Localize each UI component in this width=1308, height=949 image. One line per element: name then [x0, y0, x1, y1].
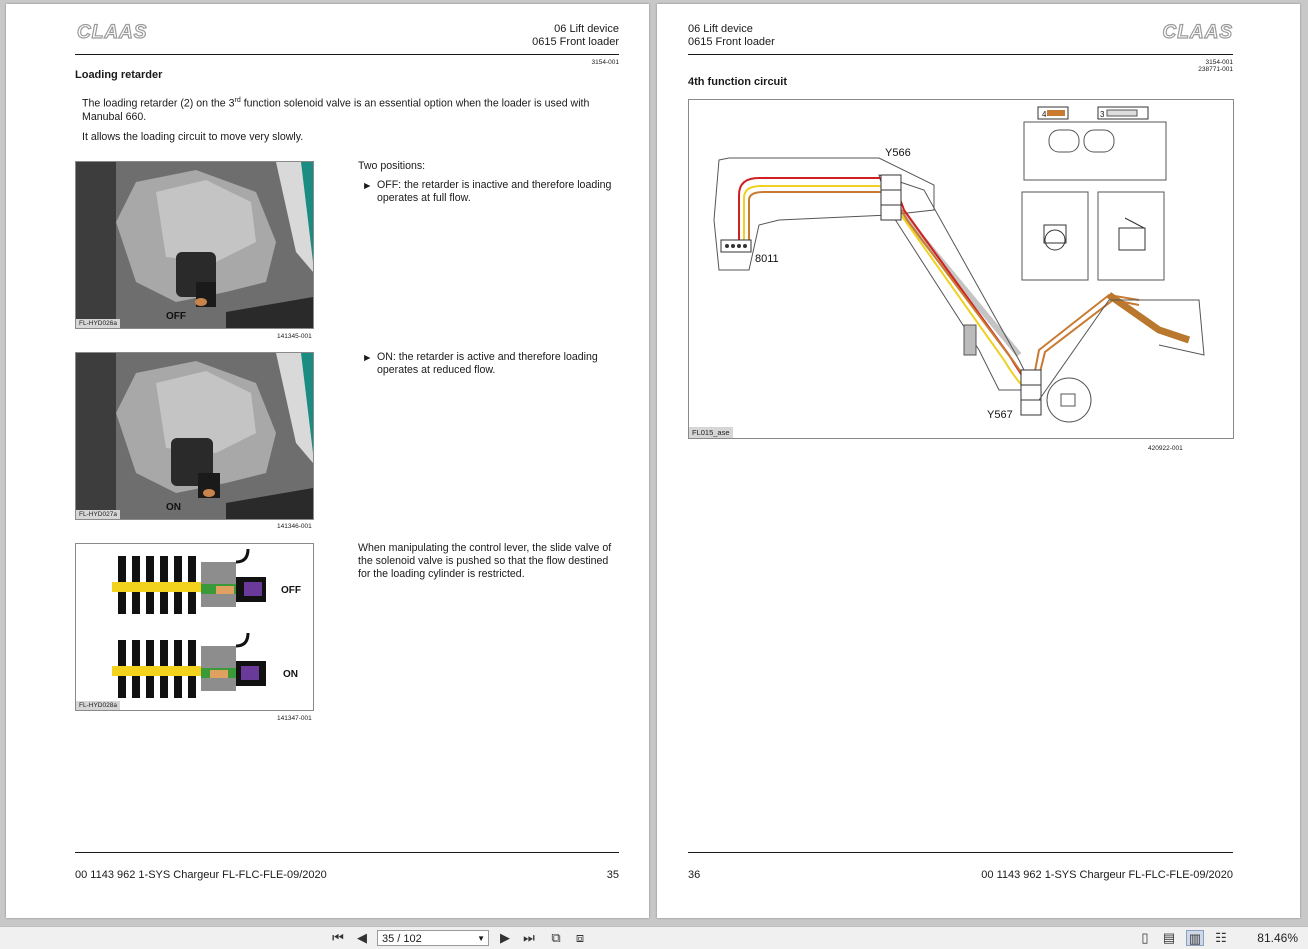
y567-label: Y567 [987, 409, 1013, 421]
continuous-view-icon[interactable]: ▤ [1162, 930, 1176, 945]
slide-valve-illustration: OFF ON [112, 548, 301, 698]
page-number: 35 [606, 869, 619, 881]
chapter-title: 06 Lift device [554, 23, 619, 35]
chapter-title: 06 Lift device [688, 23, 753, 35]
section-title: 0615 Front loader [688, 36, 775, 48]
fig1-tag: FL-HYD026a [76, 319, 120, 328]
doc-ref: 3154-001 [591, 59, 619, 66]
page-number-input[interactable]: 35 / 102 ▼ [377, 930, 489, 946]
bullet-on-line2: operates at reduced flow. [377, 364, 496, 376]
switch-3-label: 3 [1100, 110, 1105, 119]
page-header: 06 Lift device 0615 Front loader [532, 23, 619, 49]
left-page: CLAAS 06 Lift device 0615 Front loader 3… [6, 4, 649, 918]
doc-refs: 3154-001 238771-001 [1198, 59, 1233, 73]
footer-rule [688, 852, 1233, 853]
first-page-button[interactable]: ⏮ [332, 930, 344, 945]
intro-line2: Manubal 660. [82, 110, 147, 123]
fig2-state-label: ON [166, 502, 181, 513]
footer-rule [75, 852, 619, 853]
bullet-on-marker: ► [362, 352, 373, 364]
fig2-ref: 141346-001 [277, 523, 312, 530]
bullet-off-text: OFF: the retarder is inactive and theref… [377, 179, 611, 205]
page-header: 06 Lift device 0615 Front loader [688, 23, 775, 49]
figure-retarder-on: ON FL-HYD027a [75, 352, 314, 520]
footer-doc-id: 00 1143 962 1-SYS Chargeur FL-FLC-FLE-09… [981, 869, 1233, 881]
retarder-off-illustration: OFF [76, 162, 313, 328]
bullet-off-marker: ► [362, 180, 373, 192]
intro-line3: It allows the loading circuit to move ve… [82, 130, 304, 143]
fig3-tag: FL-HYD028a [76, 701, 120, 710]
manipulation-paragraph: When manipulating the control lever, the… [358, 542, 611, 581]
viewer-toolbar: ⏮ ◀ 35 / 102 ▼ ▶ ⏭ ⧉ ⧈ ▯ ▤ ▥ ☷ 81.46% [0, 926, 1308, 949]
fig3-ref: 141347-001 [277, 715, 312, 722]
prev-page-button[interactable]: ◀ [357, 930, 367, 945]
chevron-down-icon: ▼ [477, 934, 485, 943]
y566-label: Y566 [885, 147, 911, 159]
claas-logo: CLAAS [76, 21, 148, 43]
fig3-off-label: OFF [281, 585, 301, 596]
figure-slide-valve: OFF ON FL-HYD028a [75, 543, 314, 711]
fig1-state-label: OFF [166, 311, 186, 322]
section-heading: 4th function circuit [688, 76, 787, 88]
circuit-diagram: 4 3 Y566 Y567 8011 FL015_ase [688, 99, 1234, 439]
circuit-diagram-illustration: 4 3 Y566 Y567 8011 [713, 106, 1205, 423]
figure-retarder-off: OFF FL-HYD026a [75, 161, 314, 329]
header-rule [75, 54, 619, 55]
intro-line1-b: function solenoid valve is an essential … [240, 97, 590, 110]
manip-line3: for the loading cylinder is restricted. [358, 568, 525, 580]
diagram-tag: FL015_ase [689, 427, 733, 438]
fit-width-icon[interactable]: ⧈ [575, 930, 585, 945]
page-indicator: 35 / 102 [382, 933, 422, 945]
doc-ref-2: 238771-001 [1198, 66, 1233, 73]
bullet-on-text: ON: the retarder is active and therefore… [377, 351, 598, 377]
footer-doc-id: 00 1143 962 1-SYS Chargeur FL-FLC-FLE-09… [75, 869, 327, 881]
intro-line1-sup: rd [234, 97, 241, 104]
bullet-off-line1: OFF: the retarder is inactive and theref… [377, 179, 612, 191]
switch-4-label: 4 [1042, 110, 1047, 119]
fit-page-icon[interactable]: ⧉ [551, 930, 561, 945]
doc-ref-1: 3154-001 [1205, 59, 1233, 66]
connector-8011-label: 8011 [755, 253, 779, 265]
two-page-continuous-icon[interactable]: ☷ [1215, 930, 1227, 945]
page-number: 36 [688, 869, 701, 881]
section-title: 0615 Front loader [532, 36, 619, 48]
intro-paragraph: The loading retarder (2) on the 3rd func… [82, 94, 622, 144]
claas-logo: CLAAS [1162, 21, 1233, 43]
positions-title: Two positions: [358, 160, 426, 172]
bullet-on-line1: ON: the retarder is active and therefore… [377, 351, 598, 363]
zoom-level[interactable]: 81.46% [1257, 931, 1298, 945]
intro-line1-a: The loading retarder (2) on the 3 [82, 97, 235, 110]
section-heading: Loading retarder [75, 69, 163, 81]
fig1-ref: 141345-001 [277, 333, 312, 340]
next-page-button[interactable]: ▶ [500, 930, 510, 945]
bullet-off-line2: operates at full flow. [377, 192, 471, 204]
manip-line1: When manipulating the control lever, the… [358, 542, 612, 554]
fig2-tag: FL-HYD027a [76, 510, 120, 519]
single-page-view-icon[interactable]: ▯ [1141, 930, 1149, 945]
diagram-ref: 420922-001 [1148, 445, 1183, 452]
right-page: 06 Lift device 0615 Front loader CLAAS 3… [657, 4, 1300, 918]
two-page-view-icon[interactable]: ▥ [1186, 930, 1204, 946]
fig3-on-label: ON [283, 669, 298, 680]
retarder-on-illustration: ON [76, 353, 313, 519]
manip-line2: the solenoid valve is pushed so that the… [358, 555, 609, 567]
last-page-button[interactable]: ⏭ [523, 930, 535, 945]
header-rule [688, 54, 1233, 55]
